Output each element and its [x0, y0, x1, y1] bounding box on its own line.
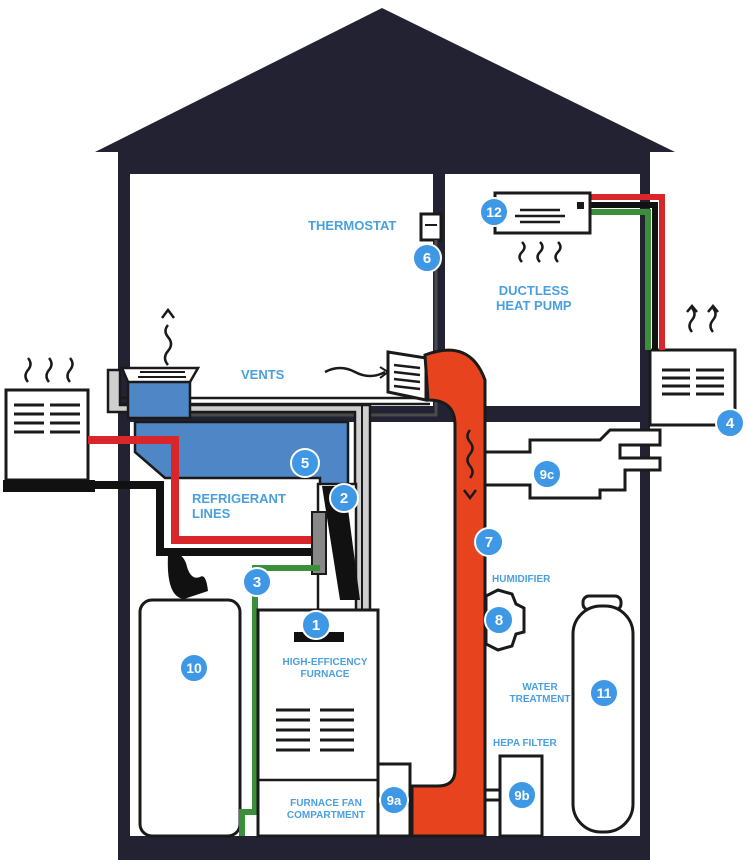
badge-9b: 9b [507, 780, 537, 810]
label-water-treatment: WATER TREATMENT [509, 682, 571, 705]
water-heater [138, 553, 242, 838]
label-furnace-fan: FURNACE FAN COMPARTMENT [286, 798, 366, 821]
badge-11: 11 [589, 678, 619, 708]
badge-4: 4 [715, 408, 745, 438]
return-duct [410, 348, 487, 838]
badge-2: 2 [329, 483, 359, 513]
vent-box [120, 307, 201, 420]
label-hepa-filter: HEPA FILTER [493, 738, 557, 749]
ductless-refrigerant-lines [590, 194, 665, 350]
roof [95, 8, 675, 152]
label-vents: VENTS [241, 367, 285, 382]
badge-3: 3 [242, 567, 272, 597]
badge-10: 10 [179, 653, 209, 683]
water-treatment-tank [571, 594, 635, 834]
thermostat-device [130, 212, 443, 417]
evaporator-coil [311, 486, 360, 600]
house-structure [95, 8, 675, 860]
badge-9c: 9c [532, 459, 562, 489]
label-thermostat: THERMOSTAT [308, 218, 397, 233]
badge-12: 12 [479, 197, 509, 227]
label-ductless-heat-pump: DUCTLESS HEAT PUMP [496, 283, 572, 313]
label-humidifier: HUMIDIFIER [492, 574, 551, 585]
register-vent [324, 350, 428, 402]
gas-line [239, 565, 320, 836]
label-refrigerant-lines: REFRIGERANT LINES [192, 491, 286, 521]
label-furnace: HIGH-EFFICENCY FURNACE [282, 657, 368, 680]
outdoor-unit-left [3, 357, 95, 492]
badge-6: 6 [412, 243, 442, 273]
badge-5: 5 [290, 448, 320, 478]
badge-9a: 9a [379, 785, 409, 815]
badge-7: 7 [474, 527, 504, 557]
ductless-indoor-unit [493, 191, 592, 263]
filter-9c-duct [483, 428, 662, 500]
refrigerant-lines [88, 436, 320, 556]
badge-8: 8 [484, 605, 514, 635]
badge-1: 1 [301, 610, 331, 640]
